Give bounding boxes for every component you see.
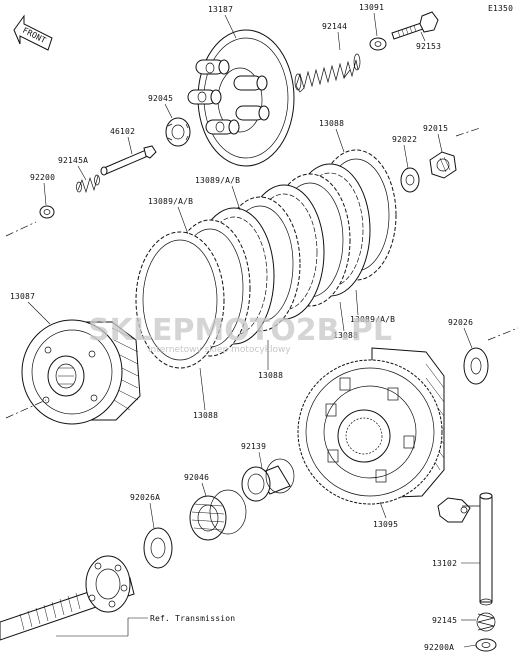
part-label-92026: 92026 <box>448 318 473 327</box>
spring-retainer-13091 <box>369 37 387 51</box>
washer-92200A <box>475 638 497 652</box>
watermark: SKLEPMOTO2B.PL internetowy sklep motocyk… <box>88 313 392 355</box>
spring-92145A <box>76 174 100 194</box>
primary-gear-13095 <box>297 347 445 505</box>
part-label-13088-bottom: 13088 <box>193 411 218 420</box>
part-label-92026A: 92026A <box>130 493 160 502</box>
washer-92022 <box>400 167 420 193</box>
release-shaft-13102 <box>437 492 493 606</box>
part-label-13091: 13091 <box>359 3 384 12</box>
clutch-housing-13087 <box>21 319 141 425</box>
part-label-13089-right: 13089/A/B <box>350 315 395 324</box>
front-arrow-icon: FRONT <box>13 14 53 51</box>
part-label-13088-right: 13088 <box>333 331 358 340</box>
part-label-92046: 92046 <box>184 473 209 482</box>
washer-92026 <box>463 347 489 385</box>
watermark-title: SKLEPMOTO2B.PL <box>88 313 392 348</box>
bolt-92153 <box>391 11 439 40</box>
diagram-code: E1350 <box>488 4 513 13</box>
spring-92144 <box>294 53 361 93</box>
nut-92015 <box>429 151 457 179</box>
part-label-92045: 92045 <box>148 94 173 103</box>
push-rod-46102 <box>100 145 157 176</box>
part-label-92153: 92153 <box>416 42 441 51</box>
part-label-13089-left: 13089/A/B <box>148 197 193 206</box>
part-label-13087: 13087 <box>10 292 35 301</box>
part-label-92015: 92015 <box>423 124 448 133</box>
part-label-13089-mid: 13089/A/B <box>195 176 240 185</box>
part-label-13187: 13187 <box>208 5 233 14</box>
part-label-92139: 92139 <box>241 442 266 451</box>
clutch-plate-stack <box>135 149 397 369</box>
washer-92026A <box>143 527 173 569</box>
part-label-13088-center: 13088 <box>258 371 283 380</box>
sleeve-92139 <box>241 458 295 502</box>
washer-92200 <box>39 205 55 219</box>
pressure-plate-13187 <box>187 29 295 167</box>
part-label-92022: 92022 <box>392 135 417 144</box>
reference-transmission: Ref. Transmission <box>150 614 235 623</box>
part-label-92145A: 92145A <box>58 156 88 165</box>
part-label-92200A: 92200A <box>424 643 454 652</box>
watermark-subtitle: internetowy sklep motocyklowy <box>148 345 291 355</box>
part-label-13102: 13102 <box>432 559 457 568</box>
part-label-13095: 13095 <box>373 520 398 529</box>
part-label-46102: 46102 <box>110 127 135 136</box>
needle-bearing-92046 <box>189 489 247 541</box>
part-label-13088-top: 13088 <box>319 119 344 128</box>
spring-92145 <box>476 612 496 632</box>
part-label-92200: 92200 <box>30 173 55 182</box>
transmission-shaft <box>0 555 135 641</box>
part-label-92145: 92145 <box>432 616 457 625</box>
part-label-92144: 92144 <box>322 22 347 31</box>
bearing-92045 <box>165 117 191 147</box>
